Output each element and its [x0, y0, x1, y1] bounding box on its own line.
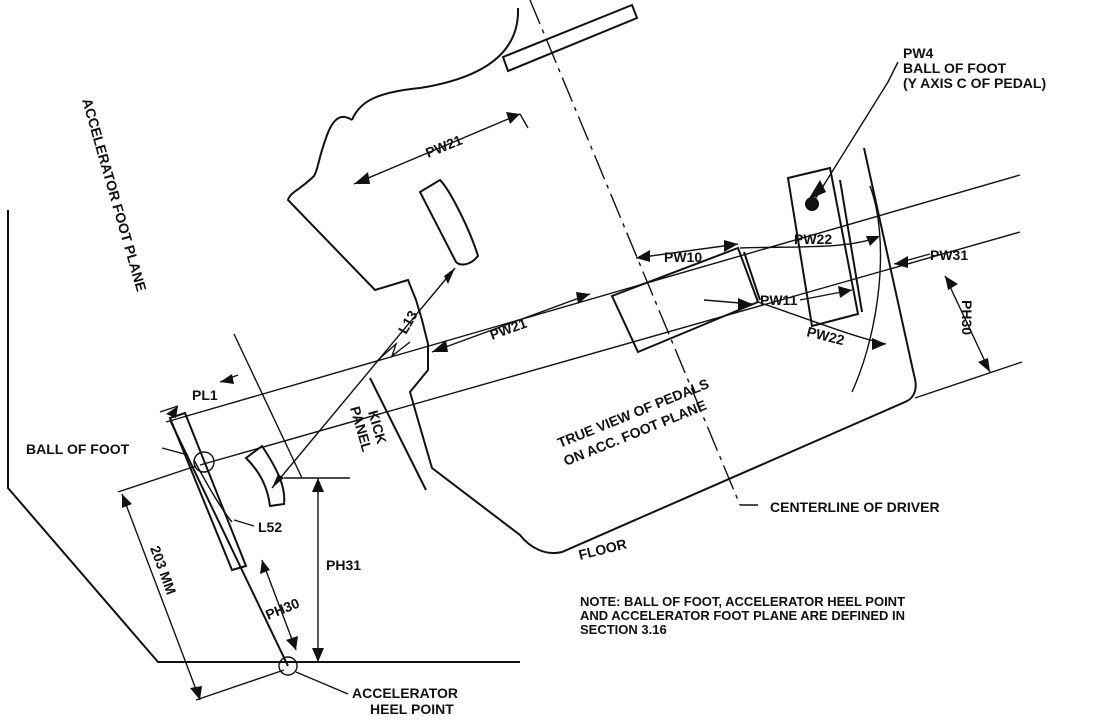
- body-outline-upper: [351, 7, 520, 121]
- ph30-right-label: PH30: [959, 300, 975, 335]
- pw21-mid-dim: [431, 293, 591, 353]
- pw21-mid-label: PW21: [488, 315, 529, 343]
- l13-break: [377, 341, 411, 361]
- arrowhead: [636, 250, 650, 262]
- pw10-label: PW10: [664, 249, 702, 265]
- l52-leader: [233, 519, 255, 527]
- arrowhead: [122, 494, 132, 508]
- dim-203-ext-top: [117, 465, 197, 493]
- arrowhead: [432, 340, 448, 352]
- pw4-leader: [811, 81, 889, 205]
- note-line-3: SECTION 3.16: [580, 622, 667, 637]
- ball-of-foot-leader: [161, 447, 189, 456]
- arrowhead: [272, 474, 284, 488]
- pw4-leader-2: [887, 61, 899, 83]
- ball-arc: [193, 459, 233, 523]
- pw4-label: PW4: [903, 45, 934, 61]
- pl1-ext: [233, 333, 303, 479]
- accelerator-foot-plane-label: ACCELERATOR FOOT PLANE: [79, 96, 150, 293]
- ph31-label: PH31: [326, 557, 361, 573]
- heel-point-label-2: HEEL POINT: [370, 701, 454, 717]
- brake-pedal-edge: [743, 251, 761, 301]
- ph30-left-dim: [261, 559, 297, 651]
- accelerator-heel-point-marker: [278, 656, 298, 676]
- pedal-plane-line: [199, 231, 1021, 466]
- kick-panel-line: [369, 377, 427, 491]
- arrowhead: [945, 276, 958, 290]
- centerline-label: CENTERLINE OF DRIVER: [770, 499, 940, 515]
- pw21-top-ext: [519, 113, 529, 129]
- ph30-left-label: PH30: [263, 595, 302, 623]
- top-bracket: [501, 3, 639, 73]
- arrowhead: [286, 636, 298, 650]
- note-line-2: AND ACCELERATOR FOOT PLANE ARE DEFINED I…: [580, 608, 905, 623]
- side-brake-pedal: [244, 444, 286, 508]
- note-line-1: NOTE: BALL OF FOOT, ACCELERATOR HEEL POI…: [580, 594, 905, 609]
- floor-outline: [286, 115, 917, 554]
- pl1-dim-l: [159, 405, 179, 413]
- dim-203-ext-bot: [195, 669, 285, 701]
- body-outline-left: [7, 210, 520, 663]
- arrowhead: [576, 292, 590, 304]
- dim-203-line: [121, 493, 201, 701]
- ball-of-foot-label: BALL OF FOOT: [26, 441, 130, 457]
- pw21-top-label: PW21: [423, 132, 465, 161]
- ph30-ext-line: [914, 361, 1023, 399]
- pw4-ball-label: BALL OF FOOT: [903, 60, 1007, 76]
- pw22-bot-label: PW22: [805, 323, 846, 348]
- arrowhead: [354, 172, 370, 184]
- arrowhead: [894, 256, 908, 268]
- pw11-label: PW11: [760, 292, 798, 308]
- heel-point-label-1: ACCELERATOR: [352, 685, 458, 701]
- dim-203-label: 203 MM: [147, 544, 179, 597]
- pw22-top-label: PW22: [794, 231, 832, 247]
- arrowhead: [190, 686, 202, 700]
- steering-column: [418, 178, 480, 266]
- l52-label: L52: [258, 519, 282, 535]
- arrowhead: [220, 374, 234, 384]
- ball-of-foot-marker: [193, 451, 215, 473]
- side-accelerator-pedal: [168, 411, 248, 572]
- arrowhead: [724, 240, 738, 252]
- pl1-label: PL1: [192, 387, 218, 403]
- accelerator-pedal: [786, 166, 860, 328]
- pw4-axis-label: (Y AXIS C OF PEDAL): [903, 75, 1046, 91]
- accel-pedal-edge: [839, 179, 863, 313]
- arrowhead: [312, 648, 324, 662]
- arrowhead: [872, 338, 886, 350]
- floor-label: FLOOR: [577, 536, 628, 563]
- arc-right: [851, 185, 882, 393]
- arrowhead: [312, 478, 324, 492]
- ph30-right-dim: [944, 275, 991, 373]
- arrowhead: [444, 268, 455, 284]
- pw10-dim: [635, 243, 739, 259]
- arrowhead: [738, 298, 752, 310]
- pw21-top-dim: [353, 113, 521, 185]
- arrowhead: [166, 406, 178, 418]
- accelerator-foot-plane-line: [165, 174, 1021, 423]
- l13-line: [271, 267, 456, 489]
- arrowhead: [978, 358, 990, 372]
- arrowhead: [838, 286, 852, 298]
- heel-leader: [295, 671, 349, 695]
- arrowhead: [260, 560, 270, 574]
- arrowhead: [506, 112, 520, 124]
- arrowhead: [808, 180, 826, 200]
- l13-label: L13: [395, 307, 421, 336]
- arrowhead: [866, 236, 880, 246]
- centerline-of-driver: [529, 0, 741, 506]
- pw31-label: PW31: [930, 247, 968, 263]
- foot-plane-line: [169, 419, 289, 667]
